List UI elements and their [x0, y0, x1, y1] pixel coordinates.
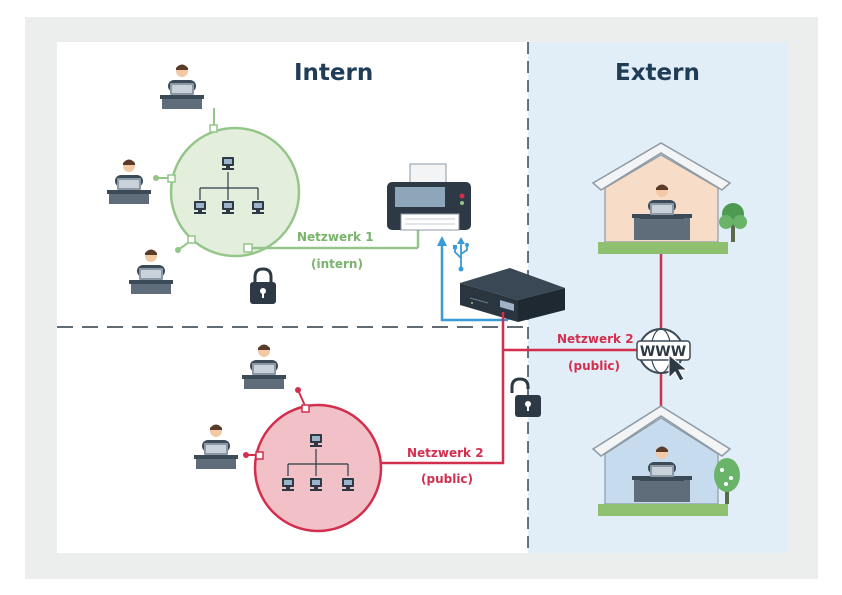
network-tree-icon	[199, 172, 259, 200]
network-2-public-scope: (public)	[568, 359, 621, 373]
house-icon	[591, 405, 732, 516]
network-2-link	[381, 312, 505, 465]
computer-icon	[194, 201, 206, 214]
www-text: WWW	[640, 344, 686, 360]
cursor-icon	[668, 353, 689, 382]
network-1-scope: (intern)	[311, 257, 363, 271]
tree-icon	[714, 458, 740, 504]
printer-icon	[387, 163, 471, 231]
network-2-label: Netzwerk 2	[407, 446, 484, 460]
network-1-circle	[169, 126, 301, 258]
intern-title: Intern	[294, 60, 374, 86]
network-tree-icon	[287, 449, 349, 476]
computer-icon	[282, 478, 294, 491]
network-2-group	[243, 312, 640, 533]
house-icon	[591, 142, 732, 254]
network-2-public-label: Netzwerk 2	[557, 332, 634, 346]
computer-icon	[252, 201, 264, 214]
computer-icon	[310, 478, 322, 491]
server-icon	[222, 157, 234, 170]
usb-link	[440, 243, 508, 322]
extern-title: Extern	[615, 60, 700, 86]
network-2-scope: (public)	[421, 472, 474, 486]
network-1-label: Netzwerk 1	[297, 230, 374, 244]
computer-icon	[222, 201, 234, 214]
network-1-group	[153, 108, 420, 258]
usb-icon	[453, 237, 469, 272]
server-icon	[310, 434, 322, 447]
network-2-circle	[253, 403, 383, 533]
computer-icon	[342, 478, 354, 491]
